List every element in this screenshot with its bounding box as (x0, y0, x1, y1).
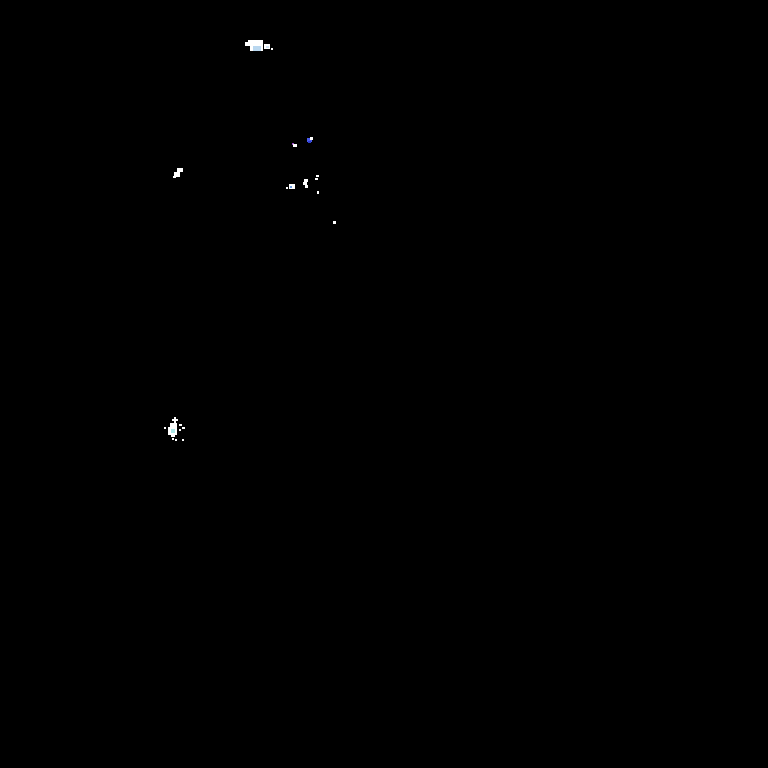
cluster-f-bottom (171, 434, 175, 437)
cluster-f-bot-dot3 (182, 439, 184, 441)
cloud-a-right-blue (266, 46, 269, 48)
cloud-a-tiny-dot (271, 48, 273, 50)
streak-c-tail (173, 176, 176, 178)
speck-b2-blue (307, 138, 312, 142)
speck-d1-main (289, 184, 295, 189)
speck-d3-upper (316, 175, 319, 177)
speck-d2-bottom (305, 185, 308, 188)
speck-d3-lower (315, 178, 318, 180)
speck-b2-deepblue (308, 141, 311, 143)
speck-d2-mid (303, 182, 307, 185)
cloud-a-top-mass (248, 40, 263, 46)
speck-b2-white (310, 137, 313, 140)
streak-c-lower (174, 172, 180, 177)
cluster-f-right-dot2 (182, 427, 185, 429)
speck-d1-blue (290, 186, 292, 188)
cloud-a-left-nub (245, 42, 250, 46)
streak-c-upper (177, 168, 183, 172)
cluster-f-left-dot (164, 427, 166, 429)
cluster-f-right-dot1 (179, 424, 182, 426)
speck-b1-white (293, 144, 297, 147)
cluster-f-cross-h (172, 419, 178, 421)
cluster-f-main-top (170, 423, 177, 428)
cluster-f-bot-dot1 (172, 438, 174, 440)
speck-d1-left-dot (286, 187, 288, 189)
cluster-f-right-dot3 (179, 429, 181, 431)
cluster-f-cyan (171, 429, 175, 433)
dot-e (333, 221, 336, 224)
speck-d2-top (304, 179, 308, 182)
cloud-a-blue-core (253, 46, 261, 51)
cluster-f-bot-dot2 (175, 439, 177, 441)
speck-d4-dot (317, 191, 319, 194)
